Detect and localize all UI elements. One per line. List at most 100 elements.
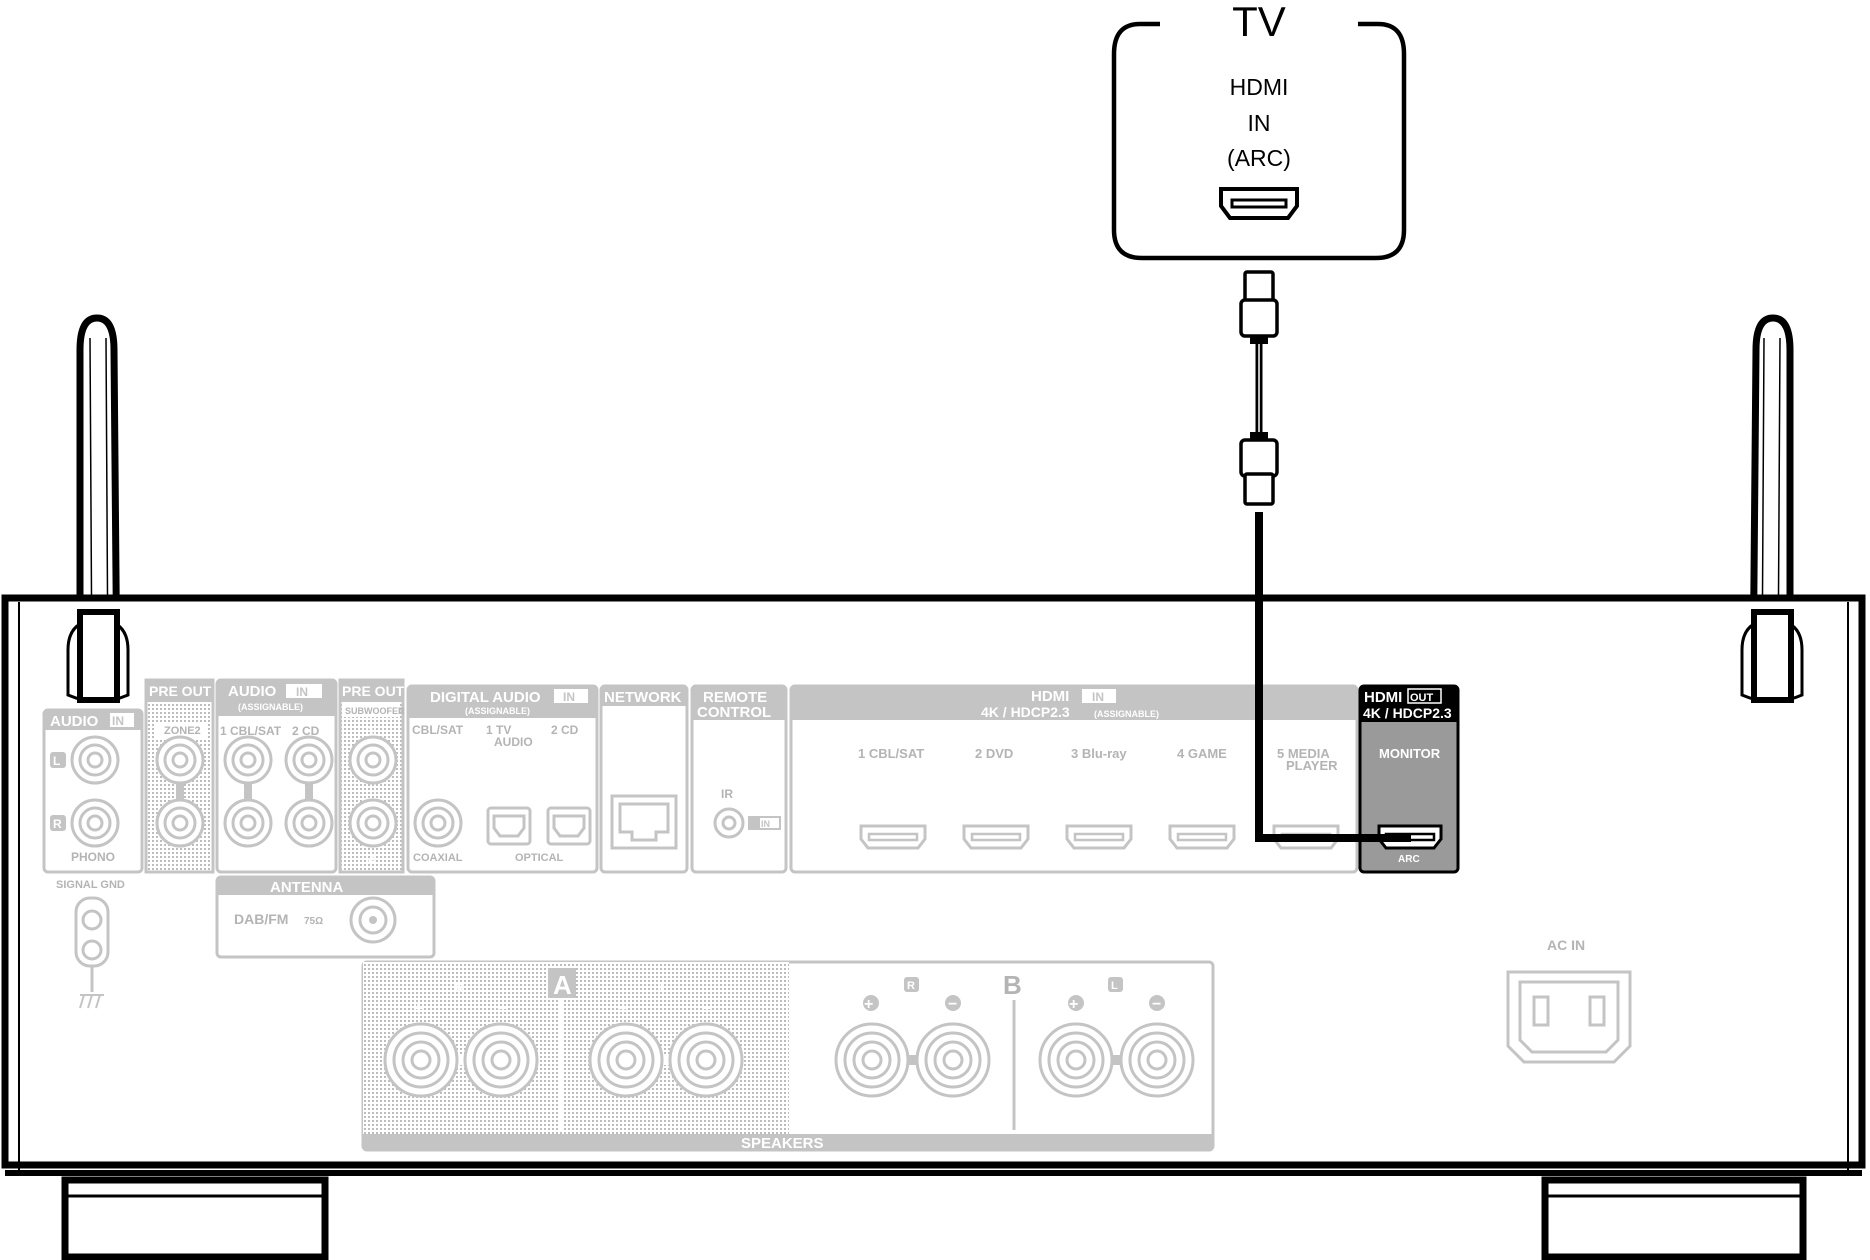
receiver-audio-in-right-label: R — [53, 817, 62, 831]
receiver-speakers-plus-label: + — [413, 998, 424, 1018]
tv-hdmi-in-arc-port[interactable] — [1219, 187, 1299, 220]
receiver-ac-in-label: AC IN — [1547, 937, 1585, 953]
phono-left-jack[interactable] — [70, 735, 120, 785]
ir-in-jack[interactable] — [713, 807, 745, 839]
audio-in-assignable-panel: AUDIO IN (ASSIGNABLE) 1 CBL/SAT 2 CD — [215, 678, 338, 874]
receiver-hdmi-out-badge-label: OUT — [1410, 692, 1434, 704]
ac-inlet[interactable] — [1506, 970, 1632, 1064]
left-foot — [61, 1176, 329, 1260]
pre-out-subwoofer-panel: PRE OUT SUBWOOFER 1 2 — [338, 678, 405, 874]
receiver-remote-ir-label: IR — [721, 787, 733, 801]
receiver-audio-in-assignable-in2-label: 2 CD — [292, 724, 320, 738]
receiver-digital-audio-title-label: DIGITAL AUDIO — [430, 689, 541, 706]
receiver-speakers-a-label: A — [553, 970, 572, 1000]
optical-1-port[interactable] — [486, 806, 532, 846]
hdmi-in-1-port[interactable] — [859, 824, 927, 850]
cd-right-jack[interactable] — [284, 798, 334, 848]
hdmi-in-3-port[interactable] — [1065, 824, 1133, 850]
receiver-audio-in-assignable-in1-label: 1 CBL/SAT — [220, 724, 282, 738]
receiver-hdmi-in-badge-label: IN — [1092, 690, 1104, 704]
receiver-hdmi-in-sub-label: 4K / HDCP2.3 — [981, 704, 1070, 720]
receiver-speakers-title-label: SPEAKERS — [741, 1135, 824, 1152]
receiver-signal-gnd-label: SIGNAL GND — [56, 879, 125, 891]
receiver-digital-audio-sub-label: (ASSIGNABLE) — [465, 706, 530, 716]
speakers-panel: SPEAKERS A B + R − + L − + R − + L — [361, 960, 1215, 1152]
receiver-hdmi-in-inputs-3-label: 4 GAME — [1177, 746, 1227, 761]
speaker-a-l-minus-terminal[interactable] — [668, 1022, 744, 1098]
receiver-speakers-minus-label: − — [1152, 996, 1161, 1013]
hdmi-in-4-port[interactable] — [1168, 824, 1236, 850]
receiver-remote-badge-label: IN — [761, 819, 770, 829]
receiver-speakers-minus-label: − — [497, 998, 508, 1018]
receiver-pre-out-zone2-zone-label: ZONE2 — [164, 725, 201, 737]
speaker-b-r-minus-terminal[interactable] — [915, 1022, 991, 1098]
tv-device: TV HDMI IN (ARC) — [1111, 0, 1407, 261]
receiver-digital-audio-c1-label: CBL/SAT — [412, 723, 464, 737]
tv-port-label-line3: (ARC) — [1227, 145, 1291, 171]
receiver-audio-in-left-label: L — [53, 754, 60, 768]
network-panel: NETWORK — [599, 684, 689, 874]
hdmi-cable — [1255, 342, 1411, 842]
speaker-b-l-minus-terminal[interactable] — [1119, 1022, 1195, 1098]
receiver-hdmi-in-input5b-label: PLAYER — [1286, 758, 1338, 773]
tv-port-label-line2: IN — [1248, 110, 1271, 136]
zone2-left-jack[interactable] — [155, 735, 205, 785]
subwoofer-1-jack[interactable] — [348, 735, 398, 785]
receiver-speakers-l-label: L — [1111, 980, 1118, 992]
cbl-sat-right-jack[interactable] — [223, 798, 273, 848]
receiver-audio-in-assignable-badge-label: IN — [296, 685, 308, 699]
receiver-digital-audio-c3-label: 2 CD — [551, 723, 579, 737]
receiver-network-title-label: NETWORK — [604, 689, 682, 706]
receiver-antenna-ohm-label: 75Ω — [304, 916, 323, 927]
receiver-speakers-r-label: R — [907, 980, 915, 992]
receiver-hdmi-in-inputs-0-label: 1 CBL/SAT — [858, 746, 924, 761]
ethernet-port[interactable] — [610, 794, 678, 850]
receiver-speakers-minus-label: − — [702, 998, 713, 1018]
receiver-audio-in-phono-label: PHONO — [71, 850, 115, 864]
remote-control-panel: REMOTE CONTROL IR IN — [690, 684, 788, 874]
receiver-pre-out-sub-sub-label: SUBWOOFER — [345, 706, 405, 716]
zone2-right-jack[interactable] — [155, 798, 205, 848]
optical-2-port[interactable] — [546, 806, 592, 846]
receiver-digital-audio-badge-label: IN — [563, 690, 575, 704]
receiver-hdmi-in-inputs-1-label: 2 DVD — [975, 746, 1013, 761]
receiver-digital-audio-c2b-label: AUDIO — [494, 735, 533, 749]
cbl-sat-left-jack[interactable] — [223, 735, 273, 785]
receiver-audio-in-assignable-title-label: AUDIO — [228, 683, 277, 700]
subwoofer-2-jack[interactable] — [348, 798, 398, 848]
receiver-remote-title1-label: REMOTE — [703, 689, 767, 706]
speaker-a-l-plus-terminal[interactable] — [588, 1022, 664, 1098]
receiver-hdmi-in-inputs-4-label: 5 MEDIA — [1277, 746, 1330, 761]
receiver-hdmi-in-title-label: HDMI — [1031, 688, 1069, 705]
tv-port-label-line1: HDMI — [1230, 74, 1289, 100]
phono-right-jack[interactable] — [70, 798, 120, 848]
speaker-a-r-plus-terminal[interactable] — [383, 1022, 459, 1098]
speaker-b-l-plus-terminal[interactable] — [1038, 1022, 1114, 1098]
receiver-hdmi-in-sub2-label: (ASSIGNABLE) — [1094, 709, 1159, 719]
speaker-b-r-plus-terminal[interactable] — [834, 1022, 910, 1098]
left-antenna-base — [66, 609, 130, 703]
antenna-panel: ANTENNA DAB/FM 75Ω — [215, 875, 436, 959]
receiver-antenna-title-label: ANTENNA — [270, 879, 343, 896]
hdmi-out-panel: HDMI OUT 4K / HDCP2.3 MONITOR ARC — [1358, 684, 1460, 874]
receiver-speakers-minus-label: − — [948, 996, 957, 1013]
digital-audio-in-panel: DIGITAL AUDIO IN (ASSIGNABLE) CBL/SAT 1 … — [406, 684, 599, 874]
pre-out-zone2-panel: PRE OUT ZONE2 — [144, 678, 215, 874]
tv-title: TV — [1232, 0, 1286, 45]
receiver-speakers-plus-label: + — [1069, 996, 1078, 1013]
receiver-antenna-band-label: DAB/FM — [234, 911, 288, 927]
cd-left-jack[interactable] — [284, 735, 334, 785]
receiver-pre-out-sub-n1-label: 1 — [368, 724, 375, 738]
receiver-digital-audio-coax-label: COAXIAL — [413, 852, 463, 864]
receiver-hdmi-in-inputs-2-label: 3 Blu-ray — [1071, 746, 1127, 761]
signal-gnd: SIGNAL GND — [56, 879, 125, 1009]
receiver-audio-in-badge-label: IN — [112, 714, 124, 728]
dab-fm-antenna-jack[interactable] — [349, 896, 397, 944]
hdmi-in-2-port[interactable] — [962, 824, 1030, 850]
receiver-remote-title2-label: CONTROL — [697, 704, 771, 721]
speaker-a-r-minus-terminal[interactable] — [463, 1022, 539, 1098]
receiver-digital-audio-c2a-label: 1 TV — [486, 723, 511, 737]
receiver-audio-in-assignable-sub-label: (ASSIGNABLE) — [238, 702, 303, 712]
coaxial-jack[interactable] — [413, 798, 463, 848]
